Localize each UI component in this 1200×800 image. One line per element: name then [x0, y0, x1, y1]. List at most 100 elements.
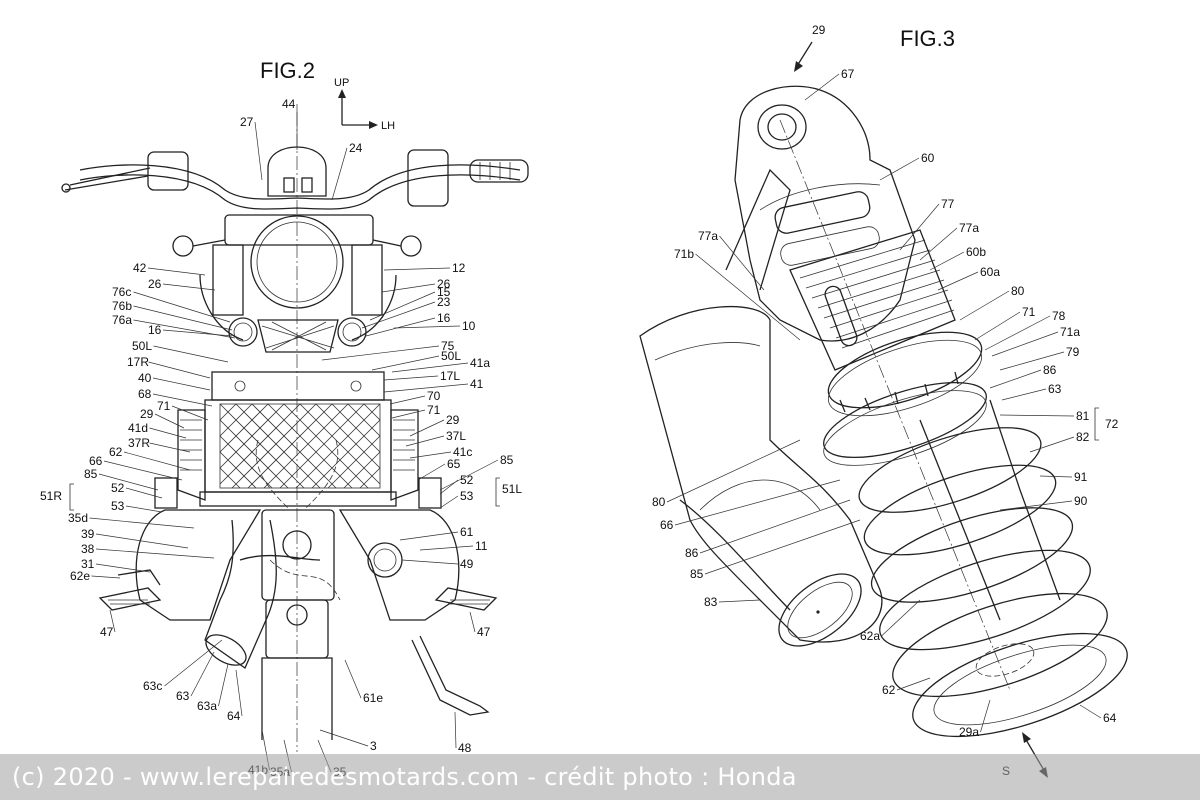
fig2-leader-line — [163, 330, 232, 336]
fig2-leader-line — [402, 560, 458, 564]
fig2-leader-line — [392, 410, 425, 418]
fig2-ref-label: 40 — [138, 371, 152, 385]
fig2-leader-line — [104, 461, 182, 480]
fig2-leader-line — [440, 480, 458, 494]
radiator — [200, 372, 396, 506]
fig2-leader-line — [155, 414, 184, 428]
fig3-leader-line — [1000, 415, 1074, 416]
fig2-ref-label: 70 — [427, 389, 441, 403]
fig3-ref-label: 62a — [860, 629, 880, 643]
fig2-leader-line — [384, 268, 450, 270]
fig2-ref-label: 41a — [470, 356, 490, 370]
fig2-leader-line — [370, 292, 435, 320]
fig2-leader-line — [420, 546, 473, 550]
fig2-ref-label: 53 — [460, 489, 474, 503]
fig3-leader-line — [1030, 437, 1074, 452]
fig3-ref-label: 77a — [698, 229, 718, 243]
fig2-ref-label: 71 — [427, 403, 441, 417]
fig2-ref-label: 44 — [282, 97, 296, 111]
fig2-leader-line — [400, 532, 458, 540]
fig2-drawing: FIG.2 UP LH — [40, 58, 1099, 779]
fig3-ref-label: 60a — [980, 265, 1000, 279]
fig2-leader-line — [150, 443, 191, 452]
fig2-ref-label: 47 — [477, 625, 491, 639]
fig3-ref-label: 63 — [1048, 382, 1062, 396]
fig3-ref-label: 29a — [959, 725, 979, 739]
fig3-leader-lines — [667, 74, 1101, 732]
fig2-leader-line — [92, 576, 121, 578]
fig2-ref-label: 76b — [112, 299, 132, 313]
fig3-leader-line — [960, 291, 1009, 320]
fig2-ref-label: 41 — [470, 377, 484, 391]
fig3-drawing: FIG.3 — [640, 23, 1139, 778]
fig2-leader-line — [124, 452, 190, 470]
fig3-leader-line — [897, 678, 930, 690]
engine-upper — [155, 410, 441, 508]
fig2-leader-line — [320, 730, 368, 746]
fig2-ref-label: 61 — [460, 525, 474, 539]
watermark-banner: (c) 2020 - www.lerepairedesmotards.com -… — [0, 754, 1200, 800]
axis-lh-label: LH — [381, 120, 395, 132]
reservoir — [640, 307, 882, 660]
fig2-ref-label: 11 — [475, 539, 488, 553]
fig2-ref-label: 62e — [70, 569, 90, 583]
fig2-leader-line — [149, 362, 211, 378]
fig2-leader-line — [410, 420, 444, 436]
fig2-ref-label: 17R — [127, 355, 149, 369]
fig3-leader-line — [882, 600, 921, 636]
fig2-leader-line — [384, 376, 438, 380]
group-bracket — [1095, 408, 1099, 440]
fig3-ref-label: 81 — [1076, 409, 1090, 423]
fig2-ref-label: 17L — [440, 369, 460, 383]
fig2-leader-line — [390, 396, 425, 404]
fig3-ref-label: 86 — [685, 546, 699, 560]
fig2-ref-label: 29 — [140, 407, 154, 421]
fig2-ref-label: 47 — [100, 625, 114, 639]
fig3-reference-labels: 2967607777a77a71b60b60a80717871a79866381… — [652, 23, 1119, 778]
fig3-leader-line — [720, 236, 765, 290]
fig3-leader-line — [719, 600, 760, 602]
fig2-ref-label: 68 — [138, 387, 152, 401]
fig3-ref-label: 67 — [841, 67, 855, 81]
fig2-ref-label: 37L — [446, 429, 466, 443]
fig2-ref-label: 51L — [502, 482, 522, 496]
fig2-leader-line — [90, 518, 195, 528]
fig2-leader-line — [410, 452, 451, 458]
fig2-title: FIG.2 — [260, 58, 315, 83]
fig2-ref-label: 23 — [437, 295, 451, 309]
fig3-ref-label: 71a — [1060, 325, 1080, 339]
fig3-leader-line — [990, 370, 1041, 388]
fig2-ref-label: 71 — [157, 399, 171, 413]
fig2-ref-label: 38 — [81, 542, 95, 556]
fig3-leader-line — [930, 252, 964, 270]
fig2-ref-label: 49 — [460, 557, 474, 571]
fig3-ref-label: 29 — [812, 23, 826, 37]
headlight-and-forks — [200, 216, 396, 352]
fig3-ref-label: 71 — [1022, 305, 1036, 319]
direction-indicator: UP LH — [334, 77, 395, 132]
fig3-ref-label: 62 — [882, 683, 896, 697]
fig2-leader-line — [163, 284, 215, 290]
coil-spring — [850, 410, 1139, 757]
fig3-ref-label: 80 — [652, 495, 666, 509]
fig2-ref-label: 85 — [500, 453, 514, 467]
fig2-ref-label: 51R — [40, 489, 62, 503]
fig2-leader-line — [96, 564, 150, 572]
fig2-ref-label: 37R — [128, 436, 150, 450]
fig3-ref-label: 91 — [1074, 470, 1088, 484]
fig3-ref-label: 60 — [921, 151, 935, 165]
fig3-leader-line — [1000, 501, 1072, 510]
fig2-ref-label: 3 — [370, 739, 377, 753]
fig2-ref-label: 53 — [111, 499, 125, 513]
fig2-leader-line — [322, 346, 439, 360]
fig2-leader-line — [470, 612, 475, 632]
fig2-ref-label: 63c — [143, 679, 162, 693]
fig2-ref-label: 50L — [132, 339, 152, 353]
fig2-leader-line — [153, 378, 210, 390]
fig2-leader-line — [165, 640, 223, 686]
fig3-leader-line — [985, 316, 1050, 350]
fig2-ref-label: 65 — [447, 457, 461, 471]
fig3-ref-label: 60b — [966, 245, 986, 259]
fig2-ref-label: 10 — [462, 319, 476, 333]
